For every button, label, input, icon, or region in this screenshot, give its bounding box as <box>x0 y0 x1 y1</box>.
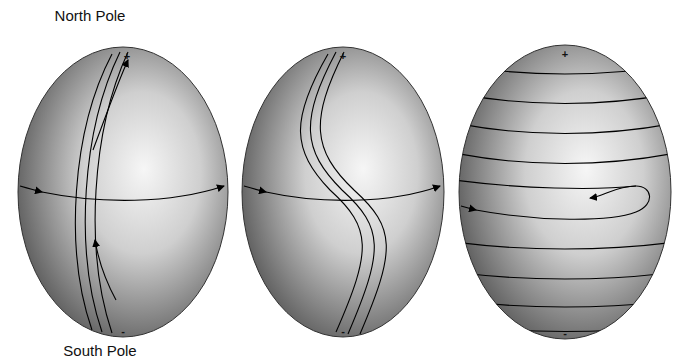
field-lines <box>440 62 679 332</box>
polarity-sign: - <box>121 326 125 337</box>
polarity-sign: - <box>341 326 345 337</box>
sphere <box>18 47 228 337</box>
sphere <box>242 47 444 337</box>
wound-field-line <box>461 186 650 219</box>
pole-label: South Pole <box>63 343 136 358</box>
field-lines <box>244 52 440 334</box>
field-lines <box>20 52 224 333</box>
pole-label: North Pole <box>55 8 126 23</box>
polarity-sign: + <box>562 49 568 60</box>
polarity-sign: + <box>124 51 130 62</box>
sphere <box>459 45 671 339</box>
polarity-sign: - <box>563 328 567 339</box>
polarity-sign: + <box>340 51 346 62</box>
